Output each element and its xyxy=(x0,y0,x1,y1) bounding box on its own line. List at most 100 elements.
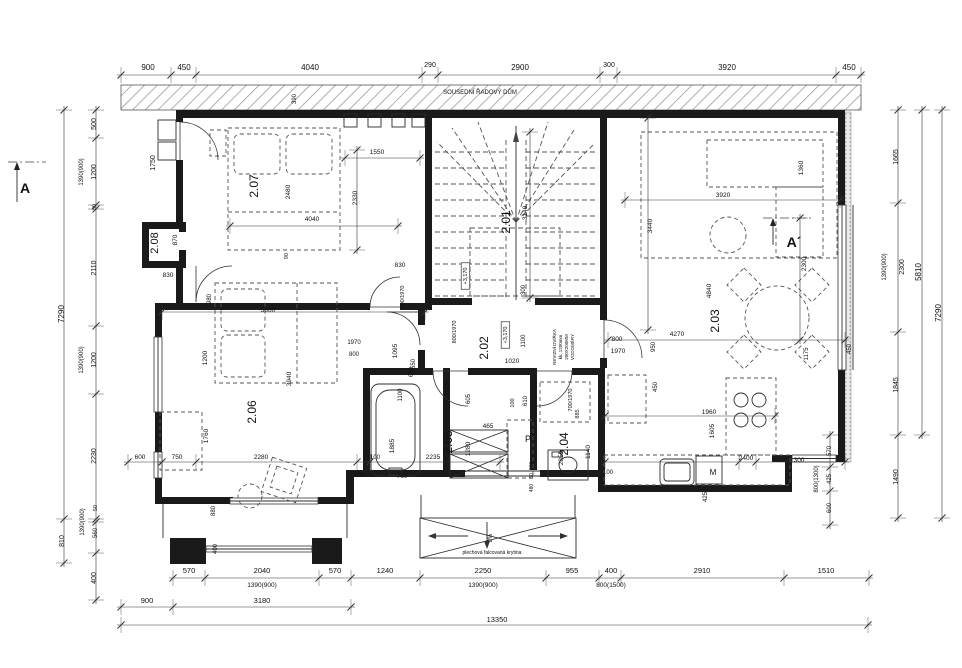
svg-text:2235: 2235 xyxy=(426,454,441,461)
dim-label: 1200 xyxy=(91,164,98,180)
dim-label: 830 xyxy=(163,272,174,279)
dim-label: 570 xyxy=(329,566,342,575)
svg-text:800(1300): 800(1300) xyxy=(814,465,820,492)
dim-label: 50 xyxy=(93,505,99,511)
svg-text:A: A xyxy=(20,180,30,196)
svg-text:830: 830 xyxy=(355,472,366,479)
svg-text:1390(900): 1390(900) xyxy=(882,253,888,280)
svg-text:1750: 1750 xyxy=(150,155,157,171)
svg-text:1390(900): 1390(900) xyxy=(468,582,498,589)
svg-text:800: 800 xyxy=(349,352,360,358)
dim-label: 1605 xyxy=(709,423,716,438)
svg-text:810: 810 xyxy=(59,535,66,547)
svg-text:2910: 2910 xyxy=(694,566,711,575)
dim-label: 300 xyxy=(603,62,615,69)
svg-text:1960: 1960 xyxy=(702,409,717,416)
dim-label: 390 xyxy=(292,93,298,104)
dim-label: 1020 xyxy=(505,358,520,365)
svg-text:1360: 1360 xyxy=(798,160,805,175)
svg-text:230: 230 xyxy=(529,462,535,471)
room-label-2-03: 2.03 xyxy=(708,309,722,333)
svg-text:1100: 1100 xyxy=(398,388,404,402)
dim-label: 2230 xyxy=(91,448,98,464)
dim-label: 425 xyxy=(703,491,709,502)
kitchen-counter xyxy=(603,374,791,486)
svg-text:50: 50 xyxy=(92,204,98,210)
wardrobe-squares xyxy=(343,113,426,128)
dim-label: 450 xyxy=(847,343,853,354)
dim-label: 400 xyxy=(91,572,98,584)
svg-text:400: 400 xyxy=(213,543,219,554)
svg-text:980: 980 xyxy=(207,293,213,304)
svg-text:VODOMĚRY: VODOMĚRY xyxy=(568,334,575,360)
dim-label: 1100 xyxy=(521,334,527,348)
svg-text:2.05: 2.05 xyxy=(441,430,455,454)
dim-label: 800(1300) xyxy=(814,465,820,492)
dim-label: 880 xyxy=(211,505,217,516)
dim-label: 955 xyxy=(566,566,579,575)
dim-label: 4040 xyxy=(301,63,319,72)
svg-text:3440: 3440 xyxy=(647,218,654,233)
svg-text:+3,170: +3,170 xyxy=(503,327,509,344)
svg-text:880: 880 xyxy=(211,505,217,516)
svg-text:450: 450 xyxy=(653,381,659,392)
svg-text:100: 100 xyxy=(510,398,516,407)
dim-label: 650 xyxy=(409,366,415,377)
svg-text:4840: 4840 xyxy=(706,283,713,298)
svg-text:830: 830 xyxy=(395,262,406,269)
dim-label: 1240 xyxy=(377,566,394,575)
dim-label: 550 xyxy=(411,358,417,369)
svg-text:650: 650 xyxy=(409,366,415,377)
svg-text:3180: 3180 xyxy=(254,596,271,605)
dim-label: VODOMĚRY xyxy=(568,334,575,360)
svg-text:1885: 1885 xyxy=(389,438,396,453)
dim-label: 2235 xyxy=(426,454,441,461)
dim-label: M xyxy=(710,468,717,477)
svg-text:1020: 1020 xyxy=(505,358,520,365)
dim-label: 300 xyxy=(521,284,527,295)
svg-text:2300: 2300 xyxy=(801,256,808,271)
dim-label: 600 xyxy=(827,502,833,513)
svg-text:425: 425 xyxy=(703,491,709,502)
dim-label: 750 xyxy=(172,454,183,461)
dim-label: 2040 xyxy=(254,566,271,575)
dim-label: 1970 xyxy=(611,348,626,355)
dim-label: 450 xyxy=(177,63,191,72)
dim-label: 560 xyxy=(93,527,99,538)
dim-label: 100 xyxy=(603,470,614,476)
svg-text:13350: 13350 xyxy=(487,615,508,624)
svg-text:4040: 4040 xyxy=(305,216,320,223)
svg-text:+3,170: +3,170 xyxy=(463,268,469,285)
svg-text:2900: 2900 xyxy=(511,63,529,72)
svg-text:2.03: 2.03 xyxy=(708,309,722,333)
svg-text:1390(900): 1390(900) xyxy=(80,508,86,535)
dim-label: 885 xyxy=(575,409,581,418)
svg-text:50: 50 xyxy=(93,505,99,511)
room-label-2-07: 2.07 xyxy=(247,174,261,198)
cooktop-icon xyxy=(733,392,767,428)
dim-label: 13350 xyxy=(487,615,508,624)
svg-text:1140: 1140 xyxy=(585,445,592,459)
svg-text:3920: 3920 xyxy=(716,192,731,199)
svg-text:500: 500 xyxy=(91,118,98,130)
svg-text:1175: 1175 xyxy=(804,347,810,361)
svg-text:REVIZNÍ DVÍŘKA: REVIZNÍ DVÍŘKA xyxy=(550,329,557,365)
svg-text:300: 300 xyxy=(521,284,527,295)
arrow-right-icon xyxy=(560,533,568,539)
dim-label: 3440 xyxy=(647,218,654,233)
dim-label: 4270 xyxy=(670,331,685,338)
sink-icon xyxy=(659,458,695,486)
svg-text:2330: 2330 xyxy=(352,190,359,205)
svg-text:1845: 1845 xyxy=(893,377,900,393)
svg-text:2.06: 2.06 xyxy=(245,400,259,424)
dim-label: 3920 xyxy=(718,63,736,72)
svg-text:700/1970: 700/1970 xyxy=(568,389,574,412)
svg-text:2280: 2280 xyxy=(254,454,269,461)
dim-label: 1960 xyxy=(702,409,717,416)
dim-label: P xyxy=(525,434,531,444)
svg-text:plechová falcovaná krytina: plechová falcovaná krytina xyxy=(463,550,522,556)
svg-text:7290: 7290 xyxy=(57,305,66,323)
svg-text:760: 760 xyxy=(397,473,408,480)
dim-label: 480 xyxy=(529,484,535,493)
svg-text:200X200MM: 200X200MM xyxy=(564,334,569,360)
